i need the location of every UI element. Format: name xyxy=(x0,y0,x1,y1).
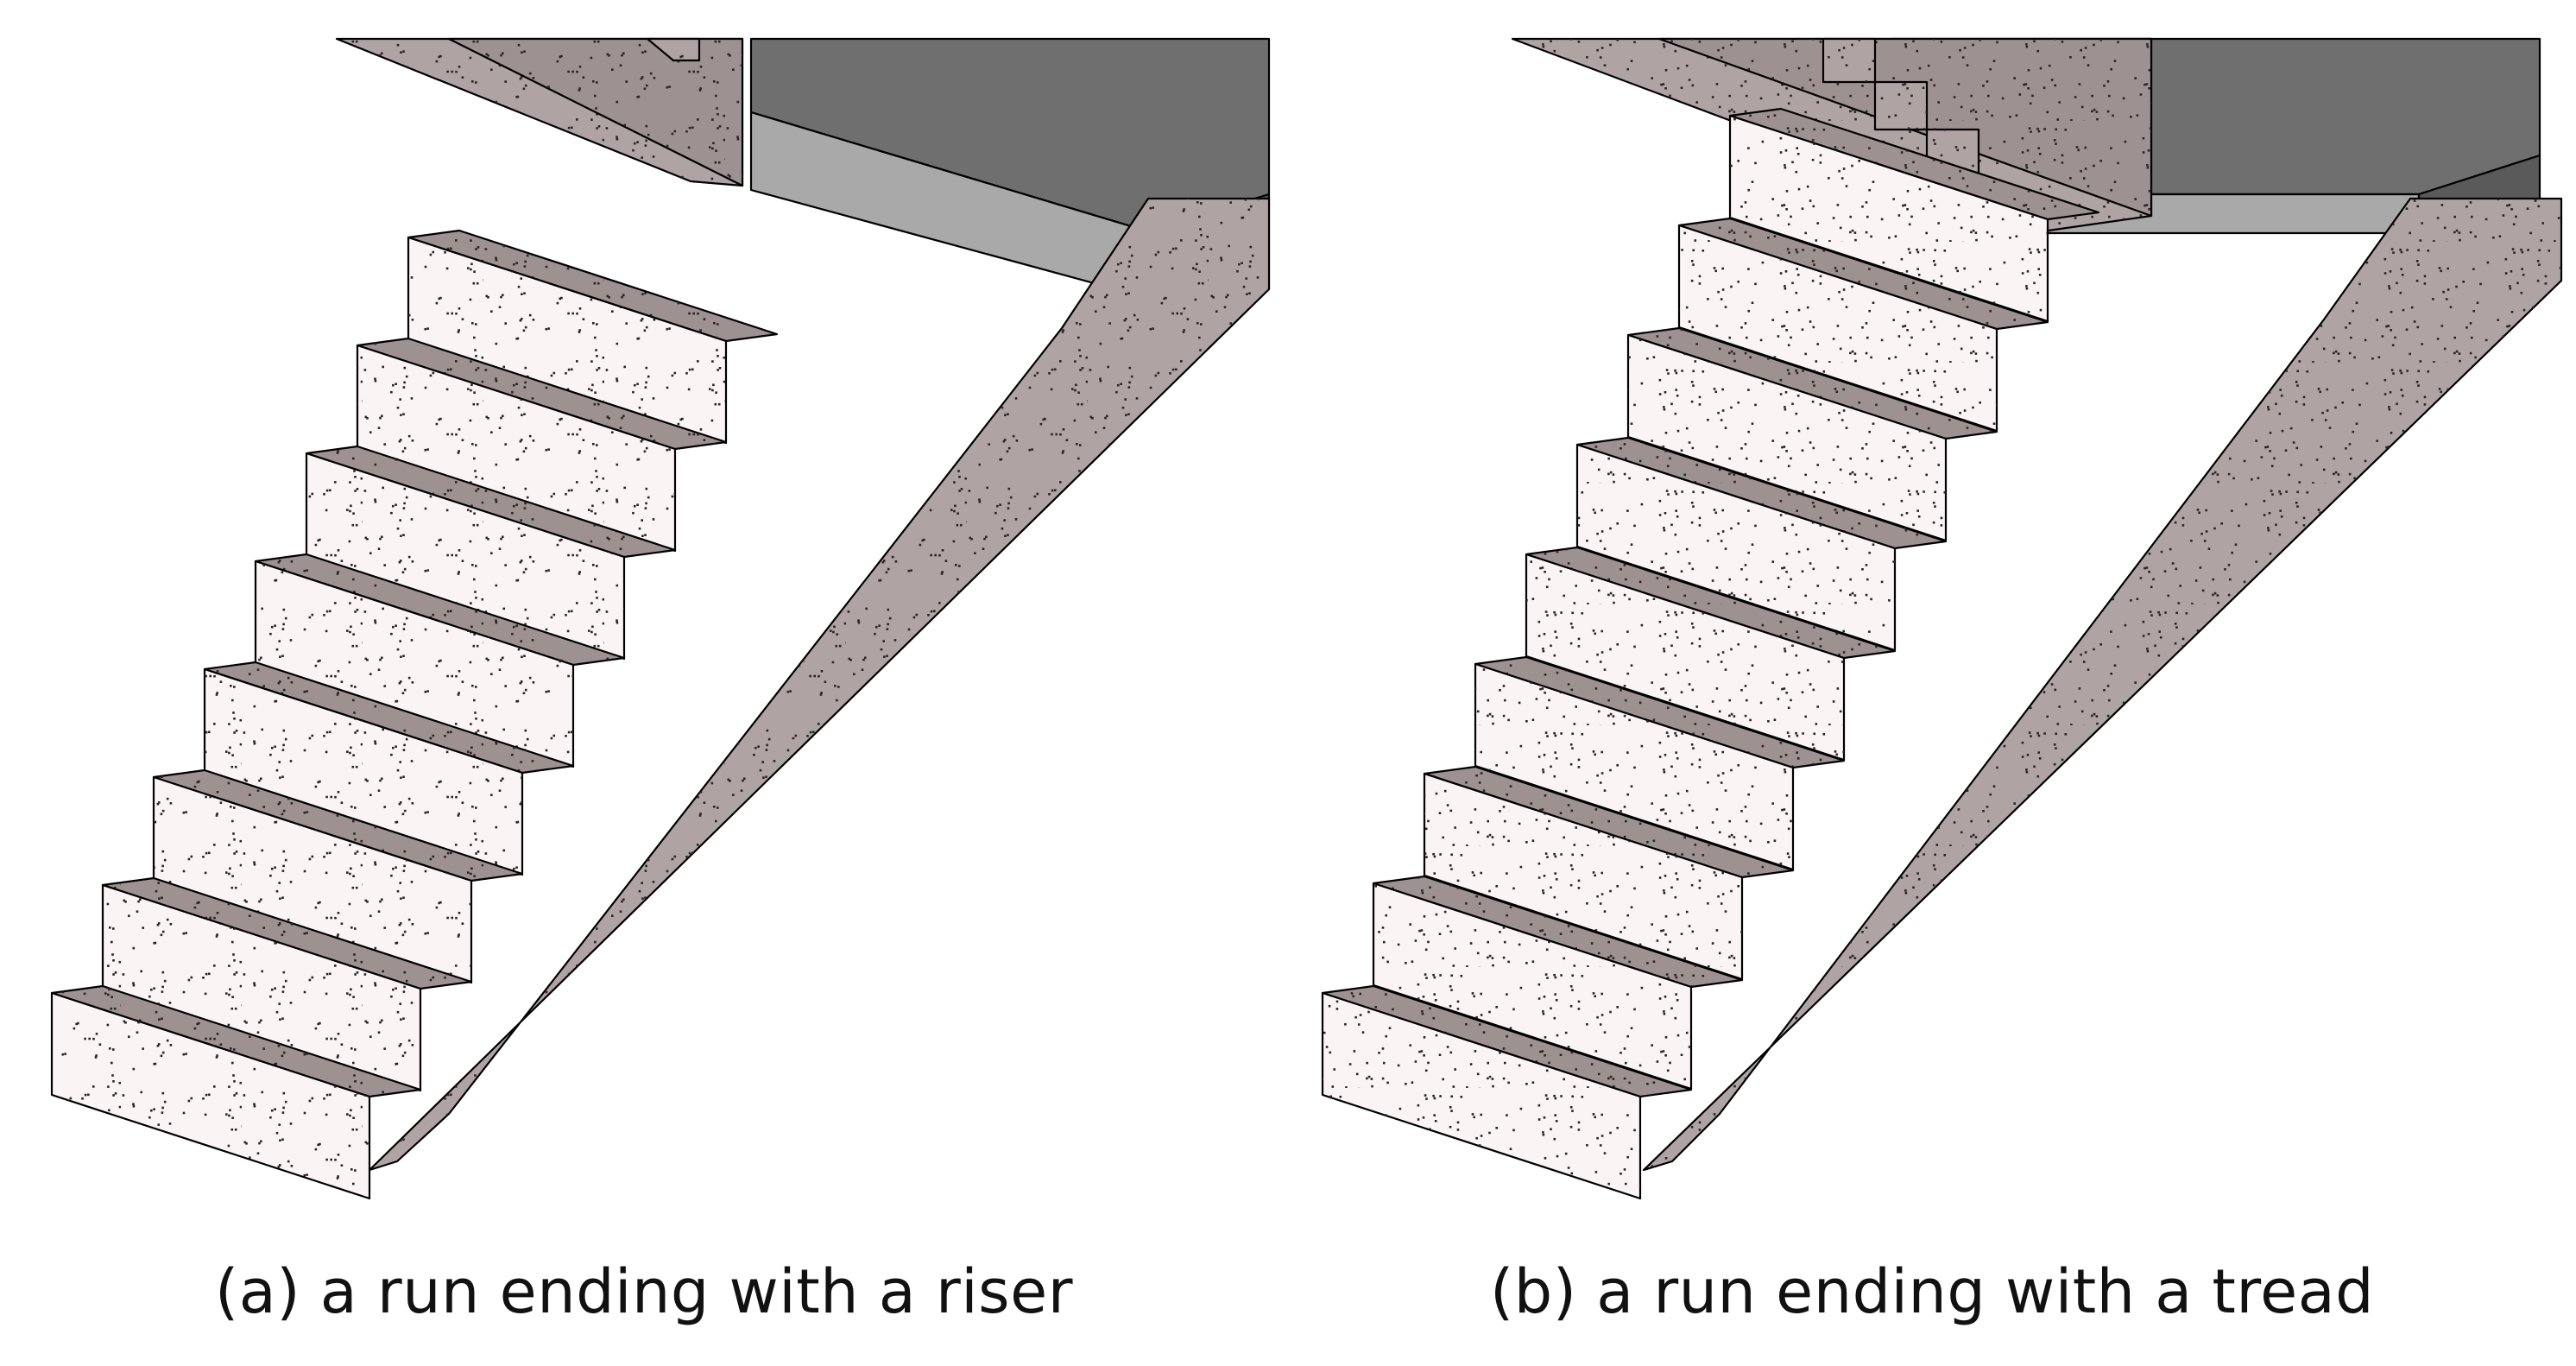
stair-stringer xyxy=(368,197,1271,1172)
caption-a: (a) a run ending with a riser xyxy=(215,1256,1073,1327)
panel-a: (a) a run ending with a riser xyxy=(50,37,1271,1327)
step-8 xyxy=(1677,217,2049,433)
step-5 xyxy=(254,553,626,768)
stair-stringer xyxy=(1642,197,2563,1172)
caption-b: (b) a run ending with a tread xyxy=(1489,1256,2375,1327)
step-1 xyxy=(1321,984,1693,1200)
step-7 xyxy=(1626,326,1998,542)
upper-flight-underside xyxy=(447,37,744,187)
step-9 xyxy=(1728,107,2100,323)
step-3 xyxy=(152,768,524,984)
upper-flight-step-1 xyxy=(1822,37,1877,84)
upper-flight-step-1 xyxy=(646,37,701,62)
step-5 xyxy=(1525,546,1897,762)
stair-diagram-a xyxy=(50,37,1271,1200)
step-riser xyxy=(50,991,371,1200)
upper-flight-step-2 xyxy=(1873,80,1929,131)
step-2 xyxy=(1372,875,1744,1091)
stair-diagram-b xyxy=(1321,37,2563,1200)
step-4 xyxy=(203,661,575,876)
step-riser xyxy=(1321,991,1642,1200)
step-2 xyxy=(101,876,473,1092)
step-6 xyxy=(1575,436,1948,652)
step-7 xyxy=(356,337,728,553)
panel-b: (b) a run ending with a tread xyxy=(1288,0,2576,1366)
step-6 xyxy=(305,445,677,661)
step-4 xyxy=(1474,655,1846,871)
step-3 xyxy=(1423,765,1795,981)
step-1 xyxy=(50,984,422,1200)
